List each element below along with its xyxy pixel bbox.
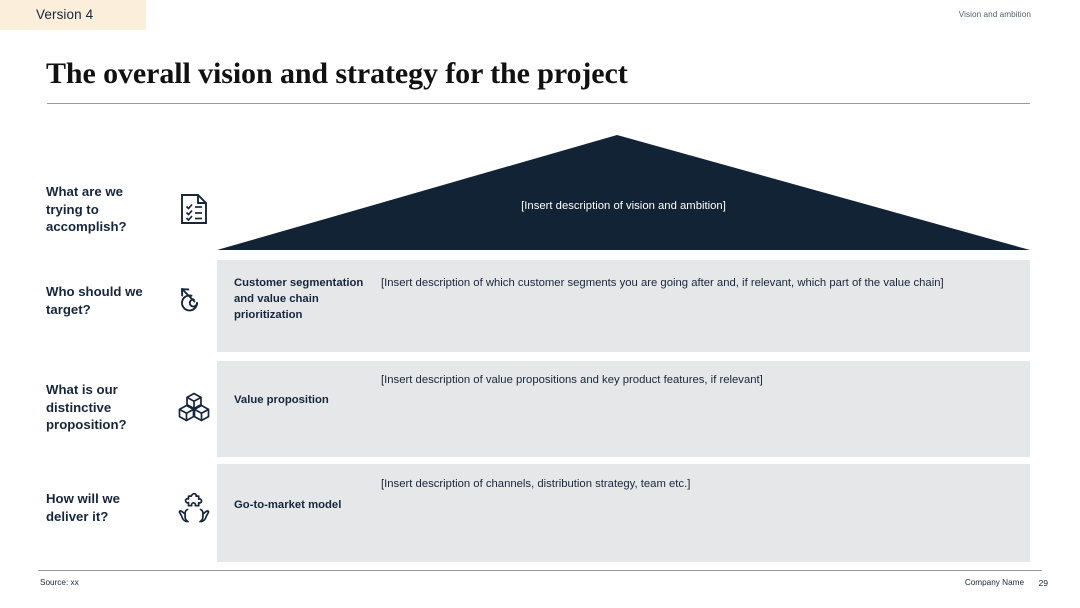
question-label: How will we deliver it? — [46, 491, 121, 524]
section-tag: Vision and ambition — [958, 10, 1031, 19]
footer-source: Source: xx — [40, 578, 79, 587]
row-description: [Insert description of value proposition… — [381, 374, 763, 386]
table-row: Go-to-market model [Insert description o… — [217, 464, 1030, 562]
title-divider — [47, 103, 1030, 104]
row-label: Value proposition — [234, 394, 329, 406]
question-row-proposition: What is our distinctive proposition? — [46, 381, 211, 434]
question-row-deliver: How will we deliver it? — [46, 490, 211, 525]
question-label: Who should we target? — [46, 284, 143, 317]
question-label: What is our distinctive proposition? — [46, 382, 127, 433]
vision-roof-triangle: [Insert description of vision and ambiti… — [217, 135, 1030, 250]
table-row: Value proposition [Insert description of… — [217, 361, 1030, 457]
row-description: [Insert description of which customer se… — [381, 277, 944, 289]
version-banner — [0, 0, 146, 30]
row-label: Customer segmentation and value chain pr… — [234, 277, 364, 322]
checklist-document-icon — [177, 192, 211, 226]
version-label: Version 4 — [36, 7, 94, 22]
footer-page-number: 29 — [1038, 578, 1048, 588]
question-row-target: Who should we target? — [46, 283, 211, 318]
row-label: Go-to-market model — [234, 499, 342, 511]
roof-description: [Insert description of vision and ambiti… — [521, 200, 726, 212]
page-title: The overall vision and strategy for the … — [46, 57, 628, 90]
table-row: Customer segmentation and value chain pr… — [217, 260, 1030, 352]
footer-divider — [38, 570, 1042, 571]
question-row-accomplish: What are we trying to accomplish? — [46, 183, 211, 236]
row-description: [Insert description of channels, distrib… — [381, 478, 691, 490]
hands-holding-puzzle-piece-icon — [177, 491, 211, 525]
footer-company-name: Company Name — [964, 578, 1024, 587]
stacked-cubes-icon — [177, 390, 211, 424]
question-label: What are we trying to accomplish? — [46, 184, 127, 235]
target-bullseye-arrow-icon — [177, 284, 211, 318]
